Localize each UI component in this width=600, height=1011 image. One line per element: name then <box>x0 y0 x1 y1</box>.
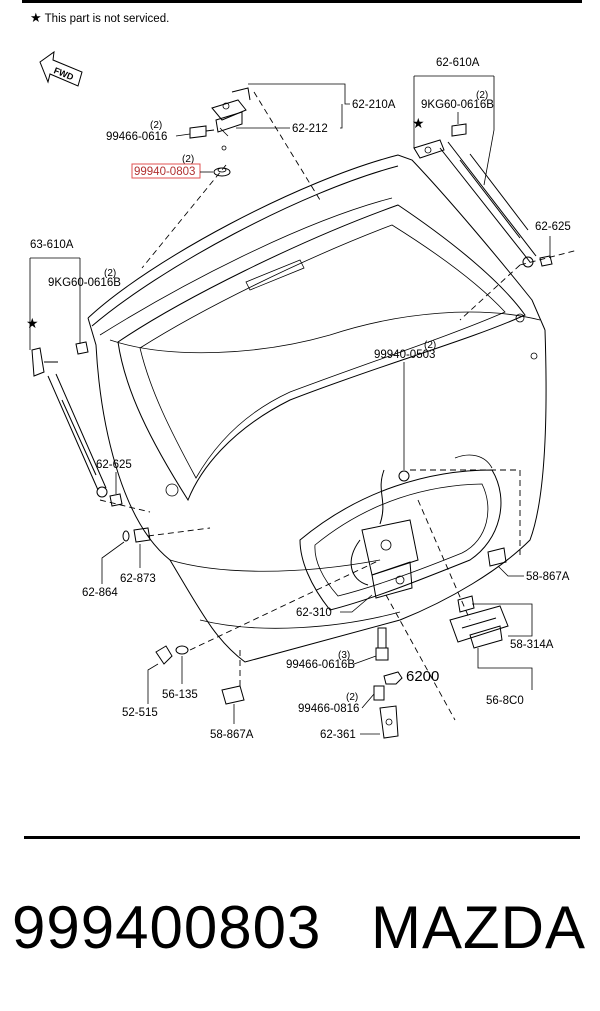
label-58-314A: 58-314A <box>510 639 554 651</box>
fwd-arrow-icon: FWD <box>39 50 83 87</box>
switch-58-867A-right <box>487 547 507 567</box>
star-icon-right: ★ <box>412 115 425 131</box>
liftgate-parts-diagram: FWD <box>26 50 579 741</box>
striker-62-361 <box>373 685 399 739</box>
not-serviced-note: ★This part is not serviced. <box>30 10 169 26</box>
top-rule <box>22 0 582 3</box>
label-62-864: 62-864 <box>82 587 118 599</box>
label-6200: 6200 <box>406 668 439 685</box>
label-62-310: 62-310 <box>296 607 332 619</box>
plug-99940-0803 <box>213 167 231 177</box>
qty-99940-0503: (2) <box>424 340 436 351</box>
star-icon-left: ★ <box>26 315 39 331</box>
highlight-box <box>131 163 201 179</box>
callout-labels: 62-210A 62-212 (2) 99466-0616 (2) 99940-… <box>26 57 571 741</box>
switch-58-867A-bottom <box>221 685 245 705</box>
label-62-210A: 62-210A <box>352 99 396 111</box>
label-56-8C0: 56-8C0 <box>486 695 524 707</box>
label-56-135: 56-135 <box>162 689 198 701</box>
label-99466-0616-top: 99466-0616 <box>106 131 167 143</box>
label-99466-0616B: 99466-0616B <box>286 659 355 671</box>
label-9KG60-0616B-right: 9KG60-0616B <box>421 99 494 111</box>
label-99940-0803: 99940-0803 <box>134 166 195 178</box>
qty-9KG60-left: (2) <box>104 268 116 279</box>
part-number: 999400803 <box>12 894 322 961</box>
leader-lines <box>99 91 579 721</box>
label-58-867A-right: 58-867A <box>526 571 570 583</box>
label-62-610A: 62-610A <box>436 57 480 69</box>
gas-strut-left <box>31 341 123 507</box>
note-text: This part is not serviced. <box>44 13 170 25</box>
bolt-icon <box>189 125 215 139</box>
qty-99466-0616B: (3) <box>338 650 350 661</box>
qty-9KG60-right: (2) <box>476 90 488 101</box>
qty-99940-0803: (2) <box>182 154 194 165</box>
star-icon: ★ <box>30 10 42 25</box>
label-62-625-left: 62-625 <box>96 459 132 471</box>
label-62-361: 62-361 <box>320 729 356 741</box>
label-63-610A: 63-610A <box>30 239 74 251</box>
label-62-873: 62-873 <box>120 573 156 585</box>
stopper-62-873 <box>122 527 151 543</box>
label-52-515: 52-515 <box>122 707 158 719</box>
bolt-99466-0616B <box>375 627 389 661</box>
label-58-867A-bottom: 58-867A <box>210 729 254 741</box>
brand-name: MAZDA <box>371 894 586 961</box>
label-62-212: 62-212 <box>292 123 328 135</box>
hinge-62-210A <box>211 87 251 151</box>
gas-strut-right <box>413 123 553 268</box>
latch-62-310 <box>350 469 419 599</box>
bottom-rule <box>24 836 580 839</box>
label-62-625-right: 62-625 <box>535 221 571 233</box>
handle-58-314A <box>449 595 509 649</box>
label-9KG60-0616B-left: 9KG60-0616B <box>48 277 121 289</box>
bumper-52-515 <box>155 645 189 665</box>
label-99940-0503: 99940-0503 <box>374 349 435 361</box>
qty-99466-0816: (2) <box>346 692 358 703</box>
pointing-hand-icon <box>383 671 403 685</box>
liftgate-panel <box>87 154 547 663</box>
label-99466-0816: 99466-0816 <box>298 703 359 715</box>
qty-99466-0616-top: (2) <box>150 120 162 131</box>
